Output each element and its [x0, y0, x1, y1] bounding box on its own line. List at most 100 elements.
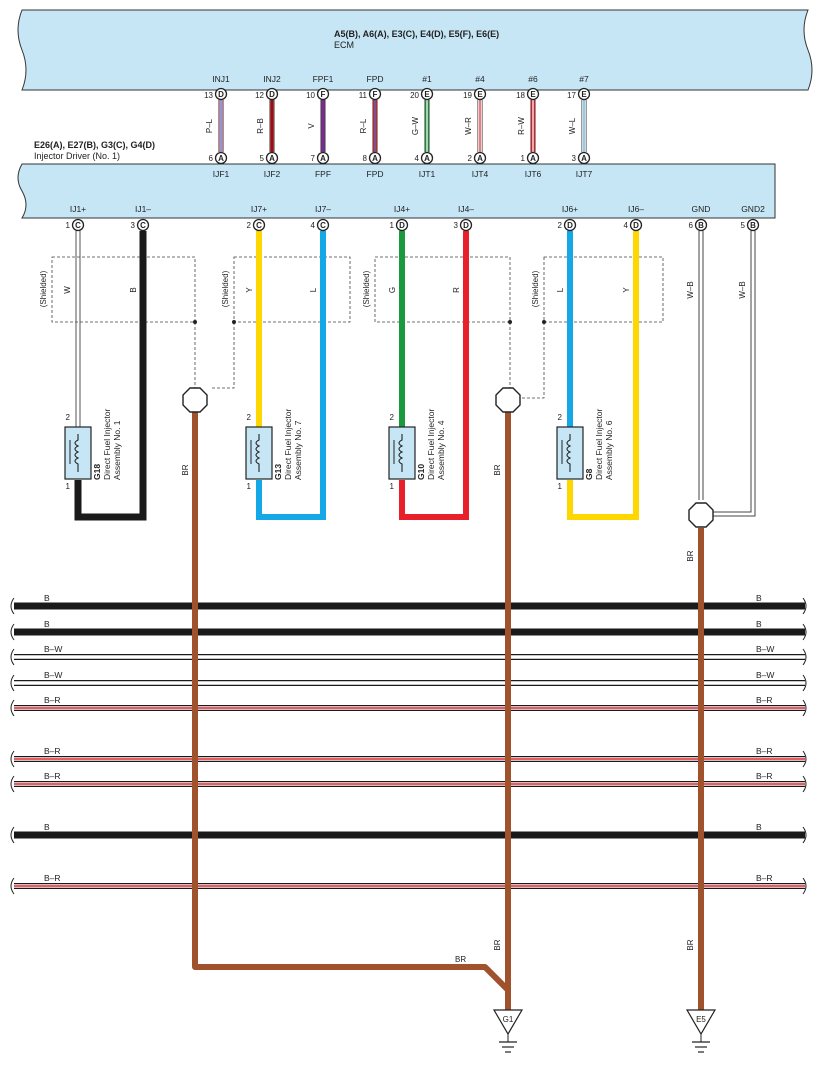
injector-pin-bottom: 1 — [558, 482, 563, 491]
driver-out-pin-number: 2 — [558, 221, 563, 230]
driver-in-pin-connector: A — [265, 151, 279, 165]
ecm-wire-color: R–W — [517, 117, 526, 135]
injector-pin-top: 2 — [66, 413, 71, 422]
bus-label-left: B–R — [44, 695, 61, 705]
bus-label-right: B–R — [756, 746, 773, 756]
svg-text:A: A — [424, 154, 430, 163]
bus-label-left: B–R — [44, 873, 61, 883]
injector-pin-top: 2 — [558, 413, 563, 422]
ground-wire-label: BR — [455, 955, 466, 964]
injector-pin-bottom: 1 — [247, 482, 252, 491]
splice-node — [182, 387, 208, 413]
driver-out-pin-number: 3 — [454, 221, 459, 230]
injector-label: G10 — [416, 464, 426, 480]
driver-in-pin-number: 2 — [468, 154, 473, 163]
ecm-connectors: A5(B), A6(A), E3(C), E4(D), E5(F), E6(E) — [334, 29, 499, 39]
bus-label-right: B — [756, 593, 762, 603]
wire-color-label: G — [388, 287, 397, 293]
injector-label: G8 — [584, 468, 594, 480]
injector-pin-top: 2 — [390, 413, 395, 422]
svg-text:C: C — [320, 221, 326, 230]
driver-out-pin-label: IJ6– — [628, 204, 644, 214]
driver-out-pin-number: 1 — [390, 221, 395, 230]
ecm-pin-connector: E — [577, 87, 591, 101]
shielded-label: (Shielded) — [221, 270, 230, 307]
ground-wire-label: BR — [686, 939, 695, 950]
bus-label-left: B–R — [44, 746, 61, 756]
coil-icon — [398, 434, 404, 472]
coil-icon — [74, 434, 80, 472]
svg-text:F: F — [373, 90, 378, 99]
driver-in-pin-connector: A — [473, 151, 487, 165]
bus-label-right: B–W — [756, 670, 774, 680]
ground-label: G1 — [503, 1015, 514, 1024]
driver-in-pin-label: FPF — [315, 169, 331, 179]
driver-out-pin-connector: C — [136, 218, 150, 232]
driver-output-pins: IJ1+1IJ1–3IJ7+2IJ7–4IJ4+1IJ4–3IJ6+2IJ6–4… — [66, 204, 766, 230]
ecm-pin-connector: F — [368, 87, 382, 101]
svg-text:C: C — [256, 221, 262, 230]
driver-in-pin-number: 8 — [363, 154, 368, 163]
injector-pin-top: 2 — [247, 413, 252, 422]
svg-text:A: A — [269, 154, 275, 163]
ground-wire-label: BR — [181, 464, 190, 475]
svg-text:B: B — [698, 221, 704, 230]
shield-box — [233, 256, 351, 323]
wire-r — [399, 231, 469, 520]
ground-wire-label: BR — [493, 939, 502, 950]
driver-connectors: E26(A), E27(B), G3(C), G4(D) — [34, 140, 155, 150]
injector-pin-bottom: 1 — [66, 482, 71, 491]
driver-out-pin-number: 4 — [311, 221, 316, 230]
ground-label: E5 — [696, 1015, 706, 1024]
ecm-pin-number: 12 — [255, 91, 264, 100]
driver-out-pin-label: IJ7– — [315, 204, 331, 214]
wire-color-label: W — [63, 286, 72, 294]
ground-wire-label: BR — [686, 550, 695, 561]
bus-label-right: B–R — [756, 771, 773, 781]
drain-wire — [211, 322, 235, 389]
ground-bus: B–R B–R — [10, 746, 807, 768]
bus-label-right: B — [756, 822, 762, 832]
bus-label-left: B — [44, 593, 50, 603]
driver-in-pin-label: IJT7 — [576, 169, 593, 179]
driver-in-pin-number: 6 — [209, 154, 214, 163]
injector-name-1: Direct Fuel Injector — [426, 409, 436, 480]
driver-out-pin-label: IJ1– — [135, 204, 151, 214]
injector-name-1: Direct Fuel Injector — [594, 409, 604, 480]
bus-label-right: B–W — [756, 644, 774, 654]
driver-out-pin-number: 5 — [741, 221, 746, 230]
injector-label: G18 — [92, 464, 102, 480]
shield-box — [543, 256, 664, 323]
svg-text:F: F — [321, 90, 326, 99]
driver-out-pin-number: 4 — [624, 221, 629, 230]
driver-out-pin-label: IJ1+ — [70, 204, 86, 214]
svg-text:E: E — [424, 90, 430, 99]
injector-name-1: Direct Fuel Injector — [283, 409, 293, 480]
svg-text:C: C — [75, 221, 81, 230]
driver-in-pin-number: 4 — [415, 154, 420, 163]
driver-in-pin-connector: A — [577, 151, 591, 165]
wire-l — [256, 231, 326, 520]
svg-text:D: D — [463, 221, 469, 230]
wire-b — [74, 231, 147, 521]
ecm-pin-connector: E — [526, 87, 540, 101]
ecm-pin-connector: D — [214, 87, 228, 101]
driver-in-pin-number: 7 — [311, 154, 316, 163]
injector-name-2: Assembly No. 4 — [436, 420, 446, 480]
driver-out-pin-label: IJ4– — [458, 204, 474, 214]
driver-out-pin-connector: C — [316, 218, 330, 232]
shielded-label: (Shielded) — [362, 270, 371, 307]
ecm-pin-number: 13 — [204, 91, 213, 100]
injector-code: G13 — [273, 464, 283, 480]
driver-in-pin-connector: A — [420, 151, 434, 165]
driver-in-pin-connector: A — [316, 151, 330, 165]
driver-out-pin-label: IJ6+ — [562, 204, 578, 214]
